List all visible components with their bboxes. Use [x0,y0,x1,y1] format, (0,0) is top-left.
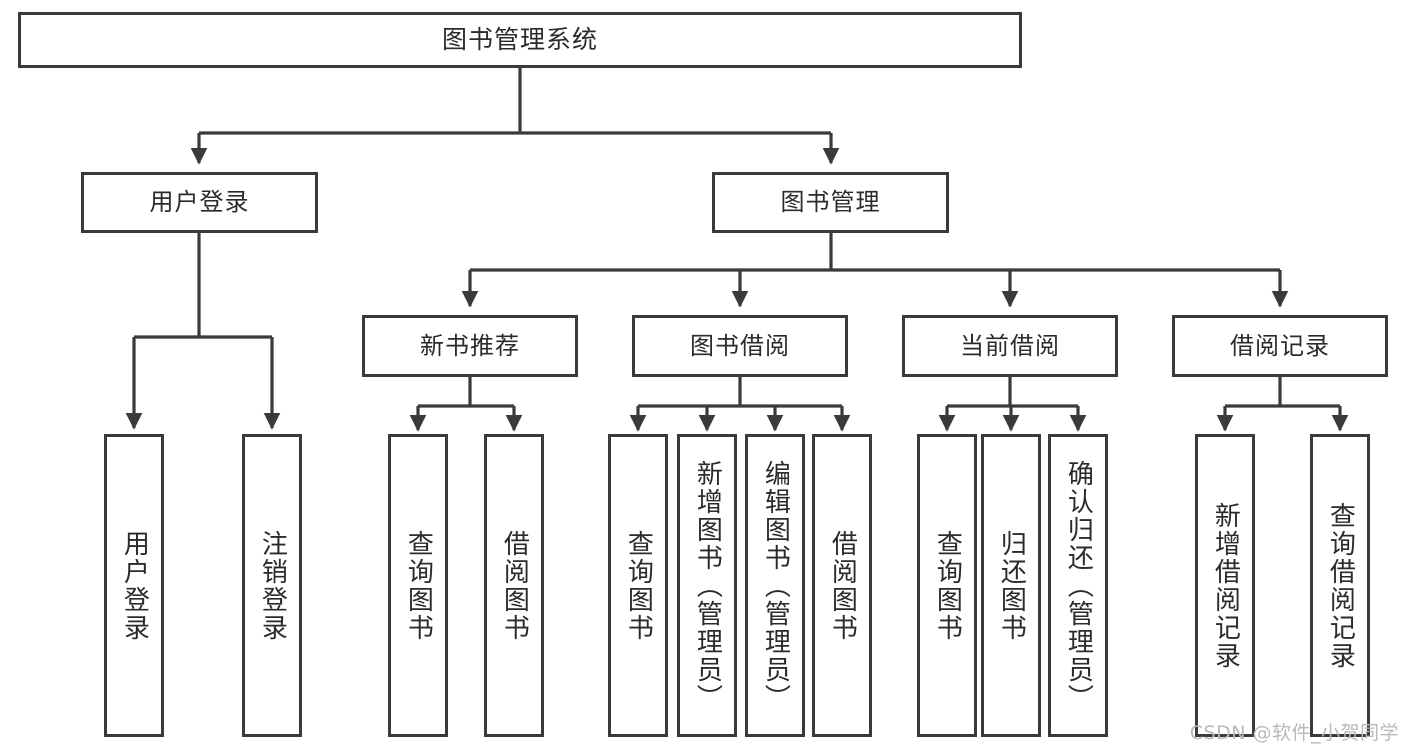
leaf-label: 确认归还（管理员） [1063,459,1094,712]
leaf-edit-book[interactable]: 编辑图书（管理员） [745,434,805,737]
leaf-label: 用户登录 [119,529,150,642]
leaf-label: 新增图书（管理员） [692,459,723,712]
node-new-book-recommend[interactable]: 新书推荐 [362,315,578,377]
watermark-credit: CSDN @软件_小贺同学 [1189,722,1399,744]
leaf-label: 查询借阅记录 [1325,501,1356,670]
leaf-logout[interactable]: 注销登录 [242,434,302,737]
leaf-label: 查询图书 [623,529,654,642]
leaf-label: 查询图书 [932,529,963,642]
node-root-system[interactable]: 图书管理系统 [18,12,1022,68]
node-current-borrow[interactable]: 当前借阅 [902,315,1118,377]
leaf-label: 查询图书 [403,529,434,642]
leaf-borrow-book[interactable]: 借阅图书 [812,434,872,737]
node-book-borrow[interactable]: 图书借阅 [632,315,848,377]
leaf-label: 新增借阅记录 [1210,501,1241,670]
leaf-query-book-recommend[interactable]: 查询图书 [388,434,448,737]
leaf-label: 编辑图书（管理员） [760,459,791,712]
node-user-login[interactable]: 用户登录 [81,172,318,233]
node-borrow-record[interactable]: 借阅记录 [1172,315,1388,377]
leaf-label: 注销登录 [257,529,288,642]
leaf-label: 借阅图书 [827,529,858,642]
leaf-return-book[interactable]: 归还图书 [981,434,1041,737]
leaf-borrow-book-recommend[interactable]: 借阅图书 [484,434,544,737]
leaf-query-book-borrow[interactable]: 查询图书 [608,434,668,737]
node-book-management[interactable]: 图书管理 [712,172,949,233]
leaf-user-login[interactable]: 用户登录 [104,434,164,737]
leaf-add-book[interactable]: 新增图书（管理员） [677,434,737,737]
leaf-label: 归还图书 [996,529,1027,642]
leaf-add-borrow-record[interactable]: 新增借阅记录 [1195,434,1255,737]
leaf-query-borrow-record[interactable]: 查询借阅记录 [1310,434,1370,737]
leaf-label: 借阅图书 [499,529,530,642]
leaf-confirm-return[interactable]: 确认归还（管理员） [1048,434,1108,737]
leaf-query-book-current[interactable]: 查询图书 [917,434,977,737]
